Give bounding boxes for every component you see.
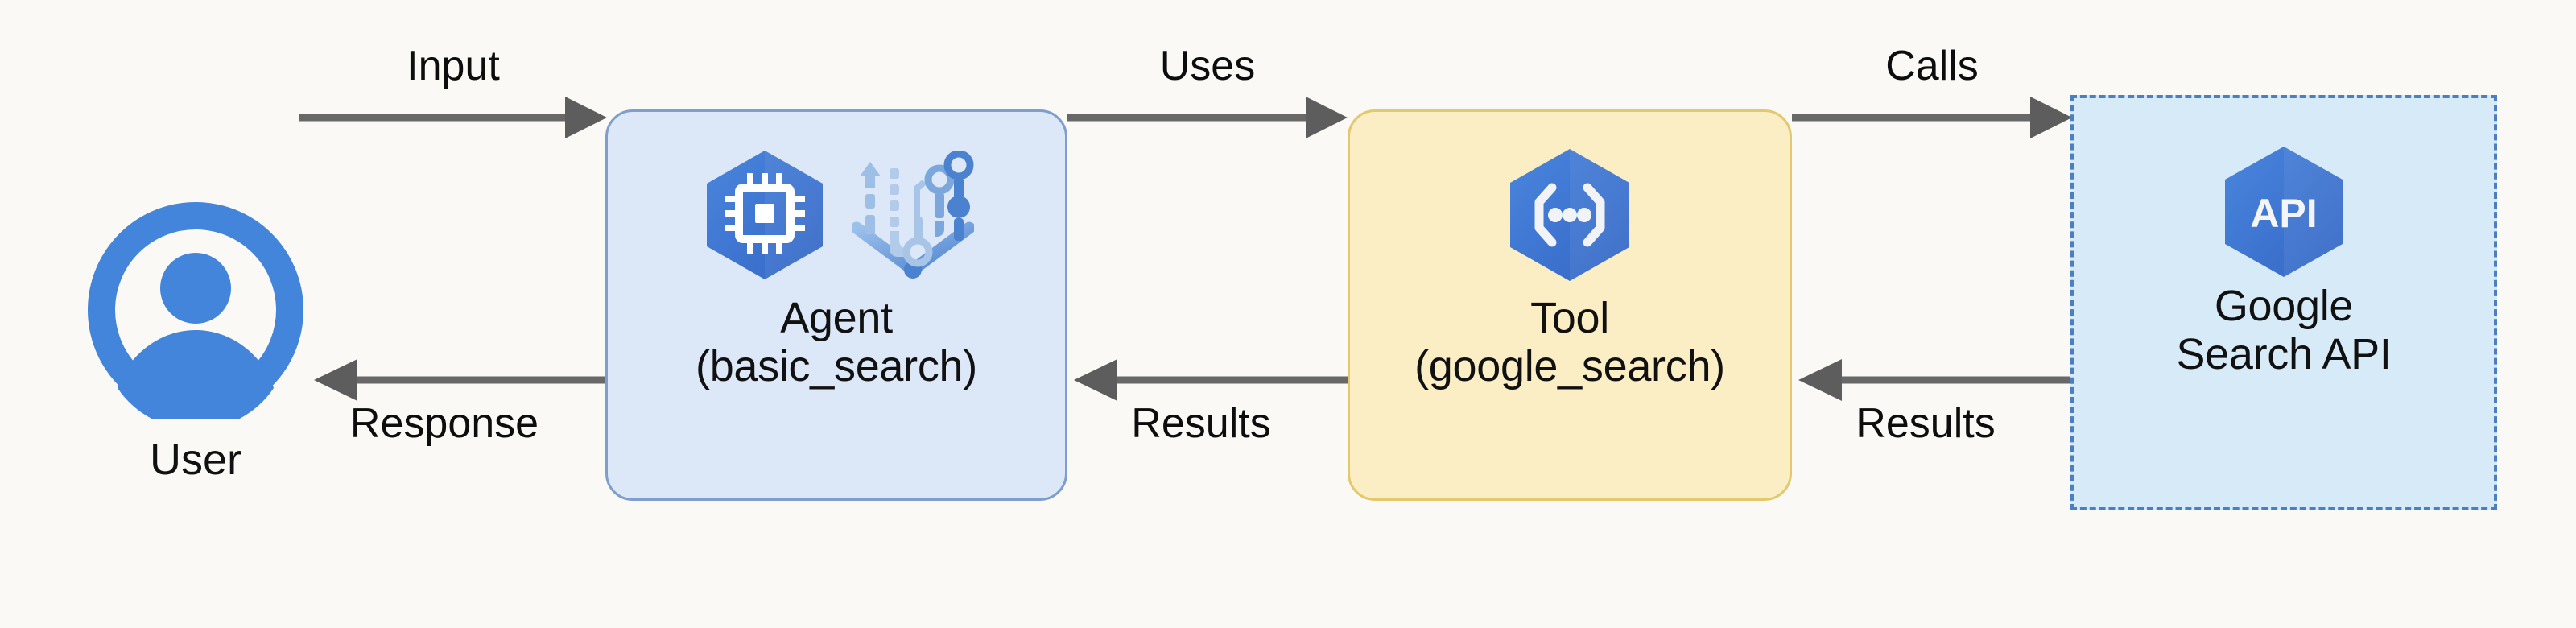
- edge-user-to-agent: [299, 97, 607, 138]
- edge-agent-to-tool: [1067, 97, 1348, 138]
- node-google-search-api-label: Google Search API: [2176, 282, 2392, 379]
- api-hexagon-icon: API: [2217, 143, 2351, 284]
- edge-label-uses: Uses: [1159, 43, 1256, 89]
- api-icon-row: API: [2074, 143, 2494, 284]
- user-label: User: [149, 436, 242, 484]
- edge-label-results-api: Results: [1856, 400, 1996, 447]
- cpu-chip-hexagon-icon: [699, 147, 831, 287]
- api-hexagon-text: API: [2250, 191, 2317, 236]
- edge-label-calls: Calls: [1885, 43, 1979, 89]
- node-google-search-api[interactable]: API Google Search API: [2070, 95, 2497, 510]
- user-avatar-icon: [87, 201, 304, 419]
- api-braces-hexagon-icon: [1502, 146, 1637, 288]
- edge-api-to-tool: [1798, 359, 2072, 401]
- node-tool-label: Tool (google_search): [1414, 294, 1725, 391]
- edge-label-results-tool: Results: [1131, 400, 1271, 447]
- edge-tool-to-api: [1792, 97, 2072, 138]
- node-agent-label: Agent (basic_search): [696, 294, 977, 391]
- tool-icon-row: [1350, 146, 1790, 288]
- edge-tool-to-agent: [1074, 359, 1348, 401]
- edge-label-response: Response: [349, 400, 539, 447]
- node-agent[interactable]: Agent (basic_search): [605, 109, 1067, 501]
- edge-agent-to-user: [314, 359, 607, 401]
- agent-icon-row: [608, 147, 1065, 287]
- node-tool[interactable]: Tool (google_search): [1348, 109, 1792, 501]
- edge-label-input: Input: [407, 43, 500, 89]
- vertex-ai-pipeline-icon: [850, 150, 976, 283]
